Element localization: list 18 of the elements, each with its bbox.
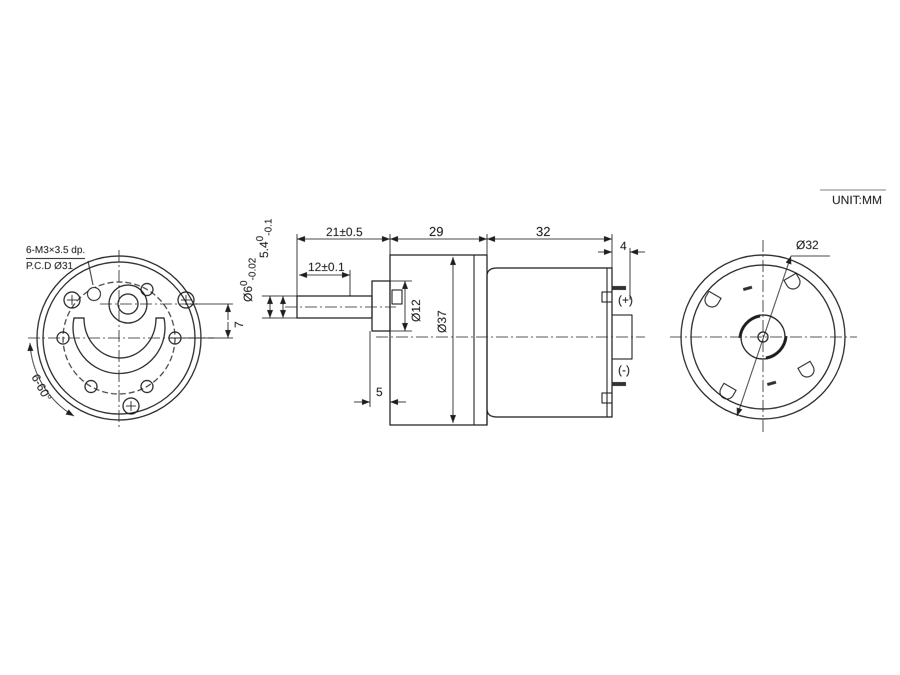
dimension-text: 5: [376, 386, 383, 399]
dimension-text: 7: [233, 321, 246, 328]
dimension-text: Ø12: [410, 299, 423, 322]
unit-note: UNIT:MM: [832, 194, 882, 207]
thread-spec-text: 6-M3×3.5 dp.: [26, 245, 86, 259]
angle-text: 6-60°: [28, 372, 54, 404]
dimension-text: 29: [429, 225, 444, 238]
mounting-hole: [87, 287, 101, 301]
dimension-text: Ø37: [436, 310, 449, 333]
terminal-text: (-): [618, 364, 630, 377]
terminal-text: (+): [618, 294, 633, 307]
leader-line: [88, 260, 94, 286]
dimension-text: 21±0.5: [326, 226, 363, 239]
dimension-text: 4: [620, 240, 627, 253]
dimension-text: Ø32: [796, 239, 819, 252]
dimension-text: 32: [536, 225, 550, 238]
pitch-circle-text: P.C.D Ø31: [26, 261, 74, 273]
dimension-text: 12±0.1: [308, 261, 345, 274]
